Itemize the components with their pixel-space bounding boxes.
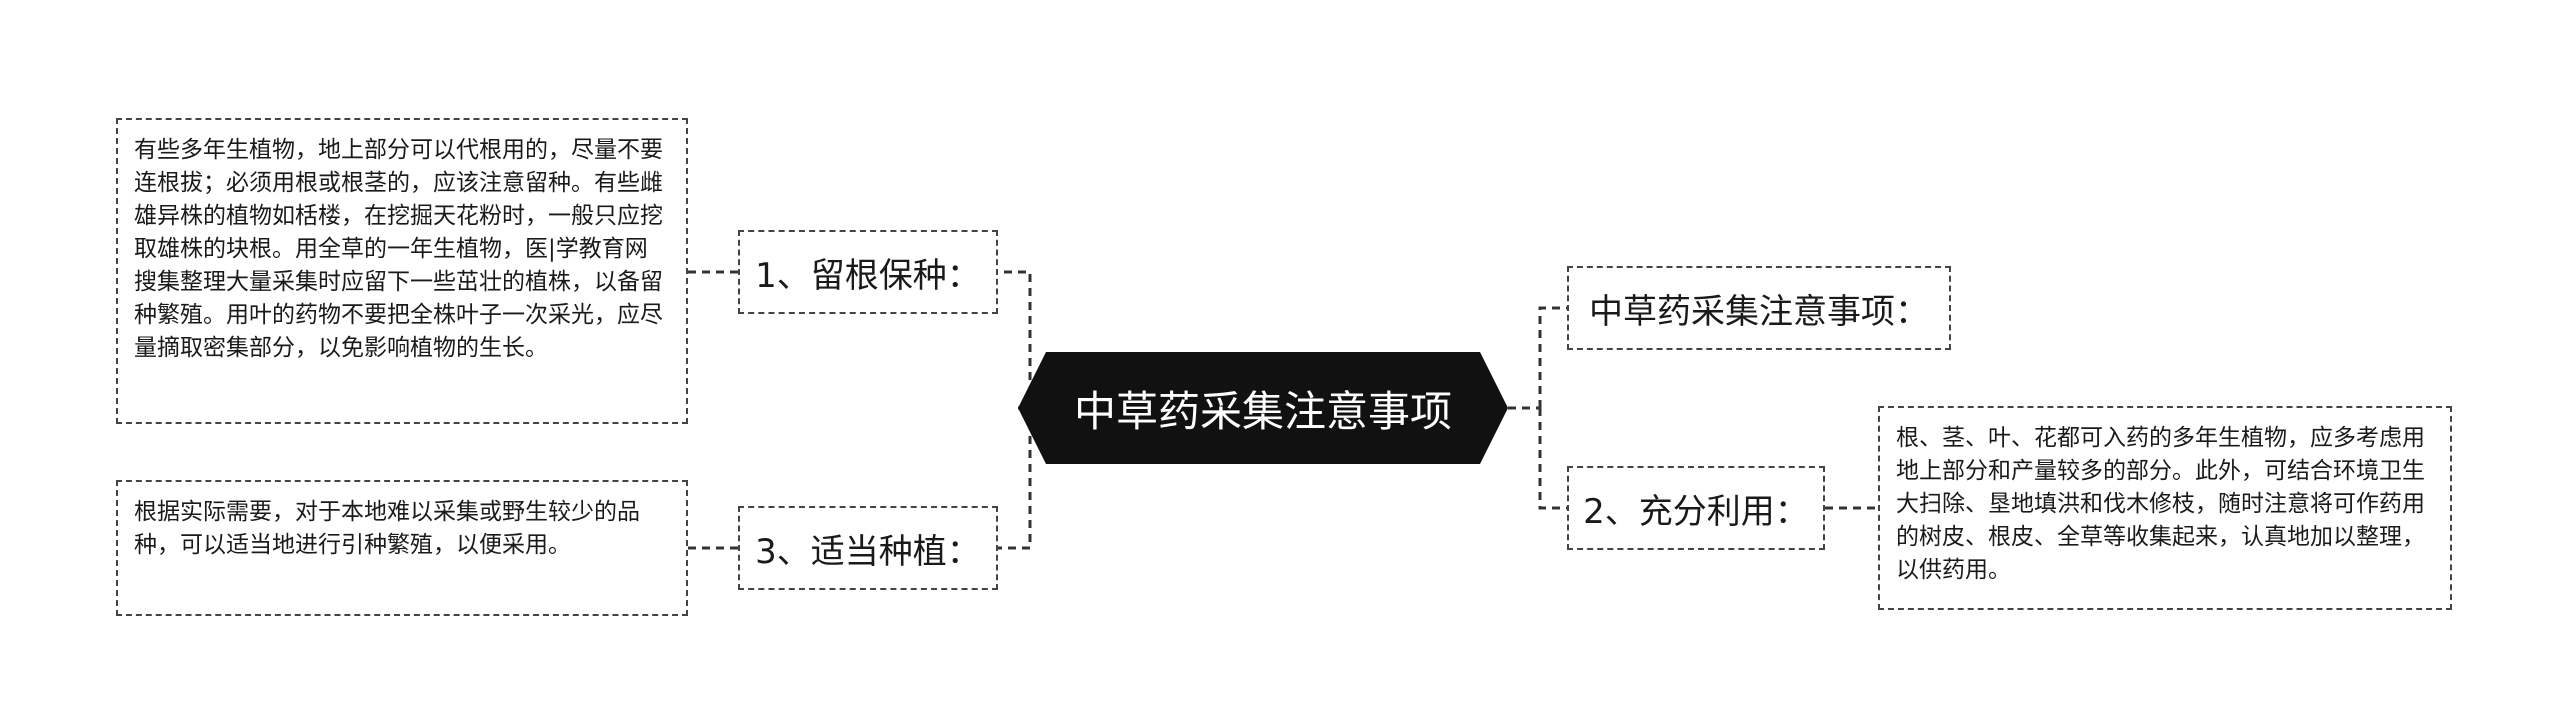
connector-right-branch-2	[1538, 408, 1567, 510]
leaf-retain-roots-text: 有些多年生植物，地上部分可以代根用的，尽量不要连根拔；必须用根或根茎的，应该注意…	[134, 137, 663, 361]
leaf-retain-roots-detail[interactable]: 有些多年生植物，地上部分可以代根用的，尽量不要连根拔；必须用根或根茎的，应该注意…	[116, 118, 688, 424]
branch-full-utilization-label: 2、充分利用：	[1583, 491, 1809, 532]
branch-collection-notes[interactable]: 中草药采集注意事项：	[1567, 266, 1951, 350]
leaf-proper-planting-detail[interactable]: 根据实际需要，对于本地难以采集或野生较少的品种，可以适当地进行引种繁殖，以便采用…	[116, 480, 688, 616]
branch-retain-roots[interactable]: 1、留根保种：	[738, 230, 998, 314]
central-topic-label: 中草药采集注意事项	[1073, 386, 1452, 436]
connector-right-branch-top	[1538, 306, 1567, 408]
connector-left-branch-1	[998, 270, 1032, 408]
connector-left-branch-3	[998, 408, 1032, 550]
branch-full-utilization[interactable]: 2、充分利用：	[1567, 466, 1825, 550]
central-hexagon-shape	[1018, 352, 1508, 464]
branch-collection-notes-label: 中草药采集注意事项：	[1589, 291, 1929, 332]
branch-proper-planting[interactable]: 3、适当种植：	[738, 506, 998, 590]
leaf-full-utilization-detail[interactable]: 根、茎、叶、花都可入药的多年生植物，应多考虑用地上部分和产量较多的部分。此外，可…	[1878, 406, 2452, 610]
leaf-full-utilization-text: 根、茎、叶、花都可入药的多年生植物，应多考虑用地上部分和产量较多的部分。此外，可…	[1896, 425, 2425, 583]
branch-proper-planting-label: 3、适当种植：	[755, 531, 981, 572]
branch-retain-roots-label: 1、留根保种：	[755, 255, 981, 296]
central-topic[interactable]: 中草药采集注意事项	[1018, 352, 1508, 464]
leaf-proper-planting-text: 根据实际需要，对于本地难以采集或野生较少的品种，可以适当地进行引种繁殖，以便采用…	[134, 499, 640, 558]
